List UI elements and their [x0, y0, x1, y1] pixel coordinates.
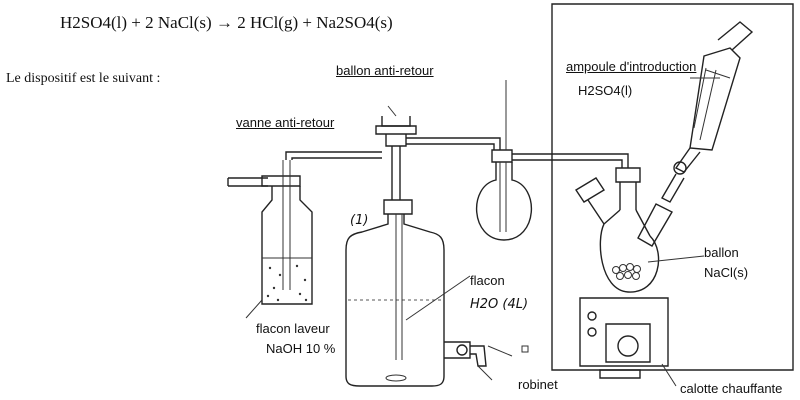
- label-ballon-line2: NaCl(s): [704, 265, 749, 280]
- label-calotte-chauffante: calotte chauffante: [680, 381, 783, 396]
- label-bottle-mark: (1): [350, 213, 369, 228]
- label-vanne-anti-retour: vanne anti-retour: [236, 115, 335, 130]
- heating-mantle: [579, 297, 677, 387]
- label-flacon-laveur-line2: NaOH 10 %: [266, 341, 336, 356]
- tube-flask-to-reactor: [512, 153, 629, 168]
- equation-text: H2SO4(l) + 2 NaCl(s) → 2 HCl(g) + Na2SO4…: [60, 13, 393, 32]
- label-robinet: robinet: [518, 377, 558, 392]
- label-ampoule-line1: ampoule d'introduction: [566, 59, 697, 74]
- reaction-flask: [575, 167, 705, 293]
- wash-bottle: [245, 160, 313, 319]
- label-ballon-anti-retour: ballon anti-retour: [336, 63, 434, 78]
- label-ampoule-line2: H2SO4(l): [578, 83, 633, 98]
- anti-return-flask: [475, 80, 533, 241]
- tube-wash-to-valve: [285, 151, 382, 160]
- label-ballon-line1: ballon: [704, 245, 739, 260]
- anti-return-valve: [375, 105, 417, 200]
- enclosure-box: [551, 3, 794, 371]
- tube-valve-to-flask: [406, 137, 501, 150]
- leader-ampoule: [705, 69, 731, 79]
- water-bottle: [345, 199, 529, 387]
- reaction-equation: H2SO4(l) + 2 NaCl(s) → 2 HCl(g) + Na2SO4…: [60, 13, 393, 32]
- label-flacon-laveur-line1: flacon laveur: [256, 321, 330, 336]
- intro-text: Le dispositif est le suivant :: [6, 71, 161, 86]
- label-flacon-line2: H2O (4L): [470, 297, 529, 312]
- dropping-funnel: [661, 21, 754, 203]
- label-flacon-line1: flacon: [470, 273, 505, 288]
